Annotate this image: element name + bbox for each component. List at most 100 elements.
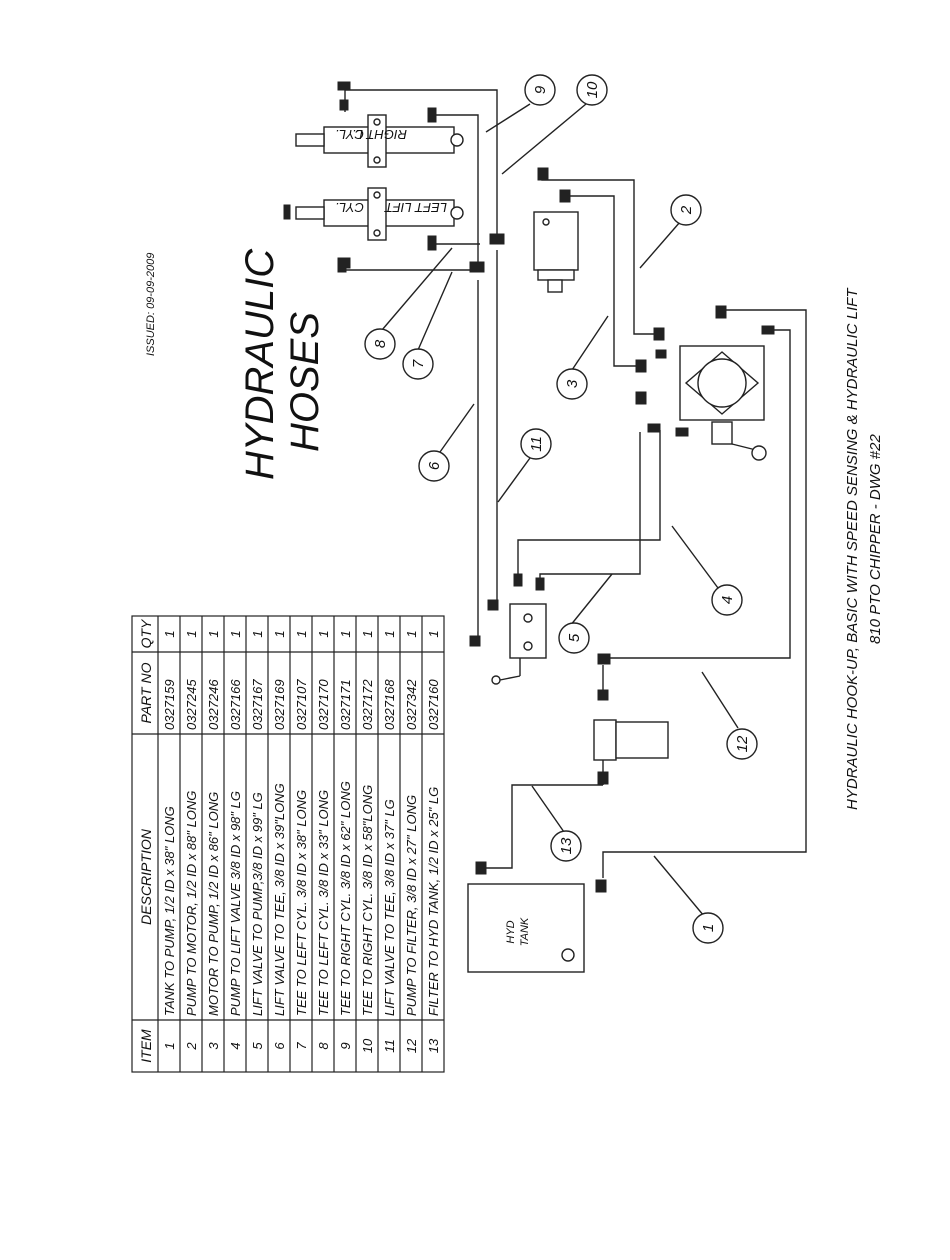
title-line2: HOSES — [283, 312, 327, 452]
table-cell-qty: 1 — [360, 630, 375, 637]
table-cell-part-no: 0327245 — [184, 679, 199, 730]
caption-line2: 810 PTO CHIPPER - DWG #22 — [867, 434, 884, 644]
right-cyl-label-1: RIGHT L. — [352, 127, 407, 142]
table-cell-item: 5 — [250, 1042, 265, 1050]
table-cell-part-no: 0327342 — [404, 679, 419, 730]
table-cell-part-no: 0327166 — [228, 679, 243, 730]
table-cell-item: 10 — [360, 1038, 375, 1053]
table-cell-item: 3 — [206, 1042, 221, 1050]
table-cell-part-no: 0327167 — [250, 679, 265, 730]
table-cell-description: LIFT VALVE TO TEE, 3/8 ID x 39"LONG — [272, 783, 287, 1016]
hydraulic-pump — [679, 345, 767, 461]
callout-label: 5 — [566, 633, 583, 642]
table-cell-description: PUMP TO LIFT VALVE 3/8 ID x 98" LG — [228, 791, 243, 1016]
right-lift-cylinder: RIGHT L. CYL. — [295, 114, 464, 168]
title-line1: HYDRAULIC — [238, 248, 282, 480]
table-cell-qty: 1 — [294, 630, 309, 637]
callout-label: 4 — [719, 596, 736, 604]
table-cell-qty: 1 — [272, 630, 287, 637]
callout-12: 12 — [726, 728, 758, 760]
table-cell-qty: 1 — [206, 630, 221, 637]
table-cell-part-no: 0327170 — [316, 679, 331, 730]
callout-5: 5 — [558, 622, 590, 654]
table-cell-item: 7 — [294, 1042, 309, 1050]
table-header-item: ITEM — [138, 1029, 154, 1063]
table-cell-item: 6 — [272, 1042, 287, 1050]
table-cell-part-no: 0327246 — [206, 679, 221, 730]
table-cell-part-no: 0327159 — [162, 679, 177, 730]
table-cell-item: 4 — [228, 1042, 243, 1049]
table-cell-item: 12 — [404, 1038, 419, 1053]
callout-label: 3 — [564, 379, 581, 388]
table-cell-description: TEE TO LEFT CYL. 3/8 ID x 38" LONG — [294, 790, 309, 1016]
fittings — [337, 81, 775, 893]
table-header-description: DESCRIPTION — [138, 828, 154, 925]
callout-label: 1 — [700, 924, 717, 932]
table-cell-qty: 1 — [162, 630, 177, 637]
left-lift-cylinder: LEFT LIFT CYL. — [283, 187, 464, 241]
table-header-qty: QTY — [138, 618, 154, 648]
table-cell-part-no: 0327169 — [272, 679, 287, 730]
table-cell-description: TEE TO LEFT CYL. 3/8 ID x 33" LONG — [316, 790, 331, 1016]
left-cyl-label-1: LEFT LIFT — [384, 200, 447, 215]
table-cell-qty: 1 — [250, 630, 265, 637]
table-cell-description: MOTOR TO PUMP, 1/2 ID x 86" LONG — [206, 792, 221, 1016]
issued-date: ISSUED: 09-09-2009 — [145, 253, 157, 356]
callout-11: 11 — [520, 428, 552, 460]
table-cell-part-no: 0327160 — [426, 679, 441, 730]
table-cell-item: 9 — [338, 1042, 353, 1049]
callout-13: 13 — [550, 830, 582, 862]
table-cell-description: LIFT VALVE TO TEE, 3/8 ID x 37" LG — [382, 799, 397, 1016]
callout-8: 8 — [364, 328, 396, 360]
table-cell-qty: 1 — [382, 630, 397, 637]
callout-6: 6 — [418, 450, 450, 482]
callout-label: 13 — [558, 837, 575, 854]
table-cell-qty: 1 — [316, 630, 331, 637]
table-cell-description: FILTER TO HYD TANK, 1/2 ID x 25" LG — [426, 787, 441, 1016]
callout-label: 12 — [734, 735, 751, 752]
table-cell-item: 13 — [426, 1038, 441, 1053]
callout-label: 2 — [678, 205, 695, 215]
table-cell-part-no: 0327168 — [382, 679, 397, 730]
callout-label: 10 — [584, 81, 601, 98]
table-header-part-no: PART NO — [138, 662, 154, 723]
hydraulic-tank: HYD TANK — [467, 883, 585, 973]
callout-label: 11 — [528, 436, 545, 452]
callout-4: 4 — [711, 584, 743, 616]
callout-7: 7 — [402, 348, 434, 380]
table-cell-description: LIFT VALVE TO PUMP,3/8 ID x 99" LG — [250, 792, 265, 1016]
callout-label: 9 — [532, 85, 549, 94]
callout-9: 9 — [524, 74, 556, 106]
table-cell-part-no: 0327171 — [338, 679, 353, 730]
lift-valve — [491, 603, 547, 685]
table-cell-item: 11 — [382, 1039, 397, 1053]
table-cell-description: TANK TO PUMP, 1/2 ID x 38" LONG — [162, 806, 177, 1016]
callout-label: 7 — [410, 359, 427, 368]
caption-line1: HYDRAULIC HOOK-UP, BASIC WITH SPEED SENS… — [844, 287, 861, 810]
right-cyl-label-2: CYL. — [335, 127, 364, 142]
table-cell-part-no: 0327107 — [294, 679, 309, 730]
table-cell-item: 2 — [184, 1042, 199, 1051]
table-cell-description: TEE TO RIGHT CYL. 3/8 ID x 62" LONG — [338, 781, 353, 1016]
callout-1: 1 — [692, 912, 724, 944]
callout-2: 2 — [670, 194, 702, 226]
table-cell-description: PUMP TO MOTOR, 1/2 ID x 88" LONG — [184, 791, 199, 1016]
table-cell-qty: 1 — [404, 630, 419, 637]
table-cell-qty: 1 — [228, 630, 243, 637]
tank-label-1: HYD — [505, 920, 517, 943]
callout-label: 6 — [426, 461, 443, 470]
left-cyl-label-2: CYL. — [335, 200, 364, 215]
hydraulic-filter — [593, 719, 669, 761]
table-cell-qty: 1 — [338, 630, 353, 637]
table-cell-description: TEE TO RIGHT CYL. 3/8 ID x 58"LONG — [360, 785, 375, 1016]
callout-3: 3 — [556, 368, 588, 400]
callout-10: 10 — [576, 74, 608, 106]
table-cell-item: 1 — [162, 1042, 177, 1049]
table-cell-description: PUMP TO FILTER, 3/8 ID x 27" LONG — [404, 795, 419, 1016]
tank-label-2: TANK — [519, 917, 531, 946]
table-cell-qty: 1 — [184, 630, 199, 637]
table-cell-part-no: 0327172 — [360, 679, 375, 730]
